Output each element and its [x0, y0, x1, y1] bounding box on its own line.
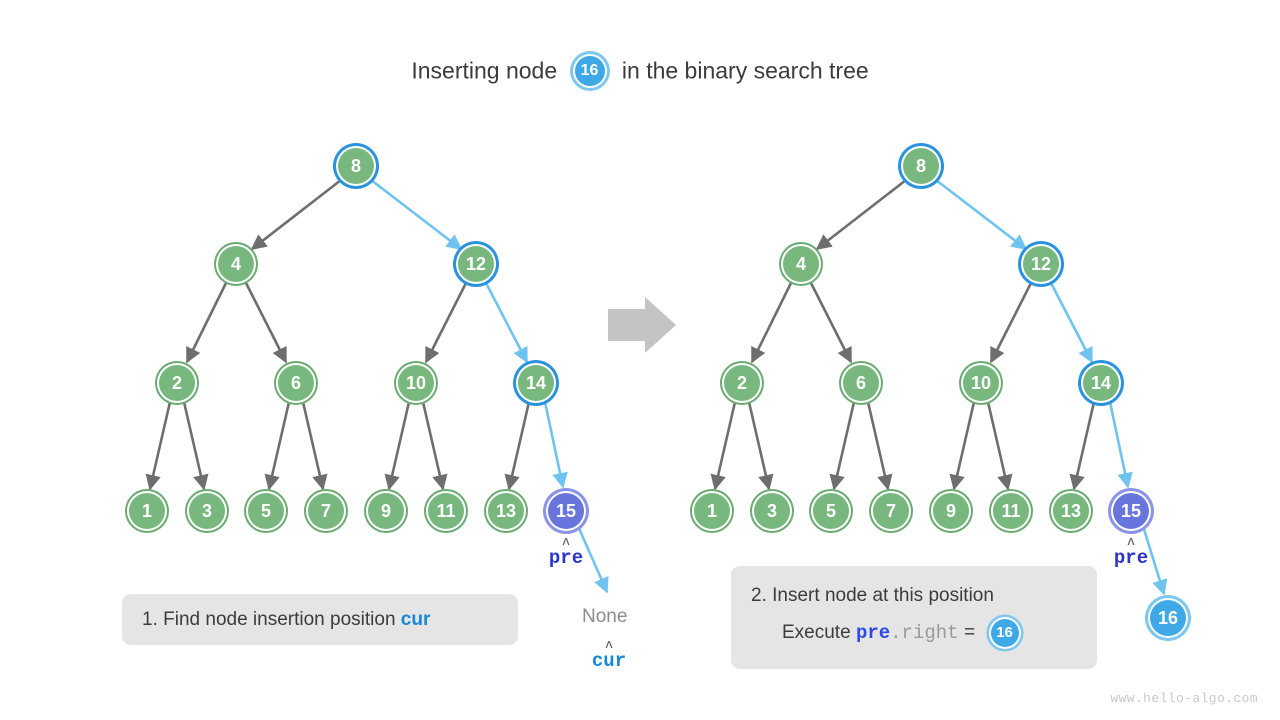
panel-before-node-8: 8 — [336, 146, 376, 186]
pointer-label-text: pre — [1113, 547, 1149, 569]
title-prefix: Inserting node — [411, 57, 558, 84]
caption-step-2: 2. Insert node at this position Execute … — [731, 566, 1097, 669]
caption-1-number: 1. — [142, 609, 158, 630]
panel-before-node-11: 11 — [426, 491, 466, 531]
panel-after-node-15: 15 — [1111, 491, 1151, 531]
title-suffix: in the binary search tree — [621, 57, 869, 84]
transition-arrow-icon — [608, 297, 676, 353]
panel-after-node-8: 8 — [901, 146, 941, 186]
panel-before-node-2: 2 — [157, 363, 197, 403]
panel-before-node-1: 1 — [127, 491, 167, 531]
panel-after-node-11: 11 — [991, 491, 1031, 531]
caption-1-keyword: cur — [400, 609, 431, 630]
panel-before-node-15: 15 — [546, 491, 586, 531]
panel-before-node-3: 3 — [187, 491, 227, 531]
caret-up-icon: ʌ — [562, 534, 570, 549]
caption-step-1: 1. Find node insertion position cur — [122, 594, 518, 645]
panel-after-node-9: 9 — [931, 491, 971, 531]
caption-2-equals: = — [963, 622, 976, 644]
panel-after-node-12: 12 — [1021, 244, 1061, 284]
caption-2-line-2: Execute pre.right = 16 — [751, 613, 1077, 653]
pointer-label-text: pre — [548, 547, 584, 569]
panel-before-node-4: 4 — [216, 244, 256, 284]
panel-before-none-label: None — [582, 606, 628, 627]
panel-after-node-7: 7 — [871, 491, 911, 531]
page-title: Inserting node 16 in the binary search t… — [0, 54, 1280, 88]
panel-before-node-13: 13 — [486, 491, 526, 531]
caption-1-text: Find node insertion position — [163, 609, 396, 630]
watermark: www.hello-algo.com — [1110, 691, 1258, 706]
caption-2-line-1: 2. Insert node at this position — [751, 579, 1077, 613]
panel-after-node-16-inserted: 16 — [1148, 598, 1188, 638]
panel-after-node-3: 3 — [752, 491, 792, 531]
panel-after-node-14: 14 — [1081, 363, 1121, 403]
caption-2-var-pre: pre — [855, 622, 891, 644]
panel-before-node-6: 6 — [276, 363, 316, 403]
panel-before-node-7: 7 — [306, 491, 346, 531]
panel-after-node-4: 4 — [781, 244, 821, 284]
caption-2-node-16: 16 — [988, 616, 1021, 649]
panel-after-node-5: 5 — [811, 491, 851, 531]
pointer-label-text: cur — [591, 650, 627, 672]
panel-after-node-2: 2 — [722, 363, 762, 403]
caption-2-number: 2. — [751, 585, 767, 606]
panel-after-node-10: 10 — [961, 363, 1001, 403]
panel-before-node-10: 10 — [396, 363, 436, 403]
panel-before-node-5: 5 — [246, 491, 286, 531]
panel-after-node-1: 1 — [692, 491, 732, 531]
caption-2-execute-label: Execute — [782, 622, 851, 643]
title-node-16: 16 — [572, 54, 607, 88]
panel-before-node-12: 12 — [456, 244, 496, 284]
caret-up-icon: ʌ — [1127, 534, 1135, 549]
panel-before-node-14: 14 — [516, 363, 556, 403]
caption-2-member-right: .right — [890, 622, 959, 644]
panel-after-node-6: 6 — [841, 363, 881, 403]
panel-after-node-13: 13 — [1051, 491, 1091, 531]
caption-2-text: Insert node at this position — [772, 585, 994, 606]
caret-up-icon: ʌ — [605, 637, 613, 652]
panel-before-node-9: 9 — [366, 491, 406, 531]
